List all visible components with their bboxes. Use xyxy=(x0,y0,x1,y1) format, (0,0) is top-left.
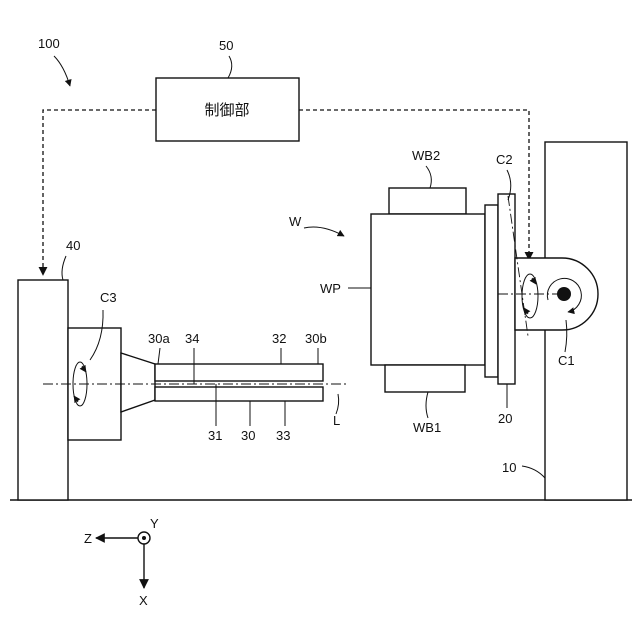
tool-label: 30 xyxy=(241,428,255,443)
system-label: 100 xyxy=(38,36,60,51)
tool-rail-upper xyxy=(155,364,323,381)
control-line-left xyxy=(43,110,156,275)
blade-top-leader xyxy=(426,166,431,188)
rotation-c1-label: C1 xyxy=(558,353,575,368)
controller-ref-label: 50 xyxy=(219,38,233,53)
tool-rail-lower xyxy=(155,387,323,401)
rotation-c3-label: C3 xyxy=(100,290,117,305)
part-34-label: 34 xyxy=(185,331,199,346)
tool-drive-leader xyxy=(62,256,66,280)
tool-drive-label: 40 xyxy=(66,238,80,253)
part-32-label: 32 xyxy=(272,331,286,346)
axis-z-label: Z xyxy=(84,531,92,546)
workpiece-body xyxy=(371,214,485,365)
holder-flange xyxy=(485,205,498,377)
axis-y-dot xyxy=(142,536,146,540)
axis-l-label: L xyxy=(333,413,340,428)
tool-taper xyxy=(121,353,155,412)
workpiece-label: WP xyxy=(320,281,341,296)
column-label: 10 xyxy=(502,460,516,475)
blade-bottom-label: WB1 xyxy=(413,420,441,435)
blade-top-label: WB2 xyxy=(412,148,440,163)
axis-l-leader xyxy=(336,394,339,414)
blade-bottom-leader xyxy=(426,392,428,418)
controller-text: 制御部 xyxy=(204,102,249,119)
tool-drive-column xyxy=(18,280,68,500)
tool-end-a-label: 30a xyxy=(148,331,170,346)
holder-plate xyxy=(498,194,515,384)
part-31-label: 31 xyxy=(208,428,222,443)
holder-label: 20 xyxy=(498,411,512,426)
blade-bottom xyxy=(385,365,465,392)
axis-y-label: Y xyxy=(150,516,159,531)
workpiece-group-label: W xyxy=(289,214,302,229)
system-arrow xyxy=(54,56,70,86)
blade-top xyxy=(389,188,466,214)
column-leader xyxy=(522,466,545,478)
rotation-c2-label: C2 xyxy=(496,152,513,167)
part-33-label: 33 xyxy=(276,428,290,443)
workpiece-group-arrow xyxy=(304,227,344,236)
tool-end-a-leader xyxy=(158,348,160,364)
controller-leader xyxy=(228,56,232,78)
tool-end-b-label: 30b xyxy=(305,331,327,346)
axis-x-label: X xyxy=(139,593,148,608)
